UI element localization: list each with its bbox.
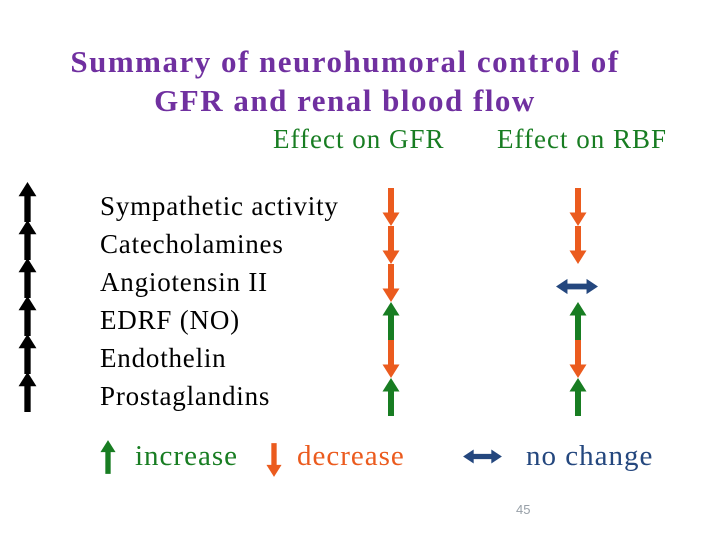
no-change-arrow-icon	[459, 449, 506, 464]
table-row: Prostaglandins	[0, 372, 720, 427]
table-row: Sympathetic activity	[0, 182, 720, 237]
stimulus-up-arrow-icon	[18, 258, 37, 298]
title-line-2: GFR and renal blood flow	[154, 83, 536, 118]
row-label: Endothelin	[100, 343, 227, 373]
gfr-effect-arrow-icon	[382, 378, 400, 416]
column-header-gfr: Effect on GFR	[273, 124, 445, 154]
table-row: Catecholamines	[0, 220, 720, 275]
title-line-1: Summary of neurohumoral control of	[70, 44, 620, 79]
stimulus-up-arrow-icon	[18, 334, 37, 374]
row-label: Sympathetic activity	[100, 191, 339, 221]
rbf-effect-arrow-icon	[569, 188, 587, 226]
slide-title: Summary of neurohumoral control of GFR a…	[0, 42, 690, 120]
gfr-effect-arrow-icon	[382, 188, 400, 226]
legend-label-decrease: decrease	[297, 440, 405, 472]
table-row: EDRF (NO)	[0, 296, 720, 351]
rbf-effect-arrow-icon	[556, 278, 598, 295]
gfr-effect-arrow-icon	[382, 226, 400, 264]
row-label: EDRF (NO)	[100, 305, 240, 335]
stimulus-up-arrow-icon	[18, 182, 37, 222]
rbf-effect-arrow-icon	[569, 378, 587, 416]
table-row: Angiotensin II	[0, 258, 720, 313]
row-label: Angiotensin II	[100, 267, 268, 297]
stimulus-up-arrow-icon	[18, 296, 37, 336]
gfr-effect-arrow-icon	[382, 302, 400, 340]
legend-label-increase: increase	[135, 440, 238, 472]
rbf-effect-arrow-icon	[569, 226, 587, 264]
legend-label-no-change: no change	[526, 440, 654, 472]
stimulus-up-arrow-icon	[18, 220, 37, 260]
row-label: Catecholamines	[100, 229, 284, 259]
decrease-arrow-icon	[266, 440, 282, 480]
increase-arrow-icon	[100, 437, 116, 477]
rbf-effect-arrow-icon	[569, 302, 587, 340]
stimulus-up-arrow-icon	[18, 372, 37, 412]
page-number: 45	[516, 502, 531, 517]
column-header-rbf: Effect on RBF	[497, 124, 667, 154]
row-label: Prostaglandins	[100, 381, 271, 411]
rbf-effect-arrow-icon	[569, 340, 587, 378]
table-row: Endothelin	[0, 334, 720, 389]
gfr-effect-arrow-icon	[382, 340, 400, 378]
gfr-effect-arrow-icon	[382, 264, 400, 302]
